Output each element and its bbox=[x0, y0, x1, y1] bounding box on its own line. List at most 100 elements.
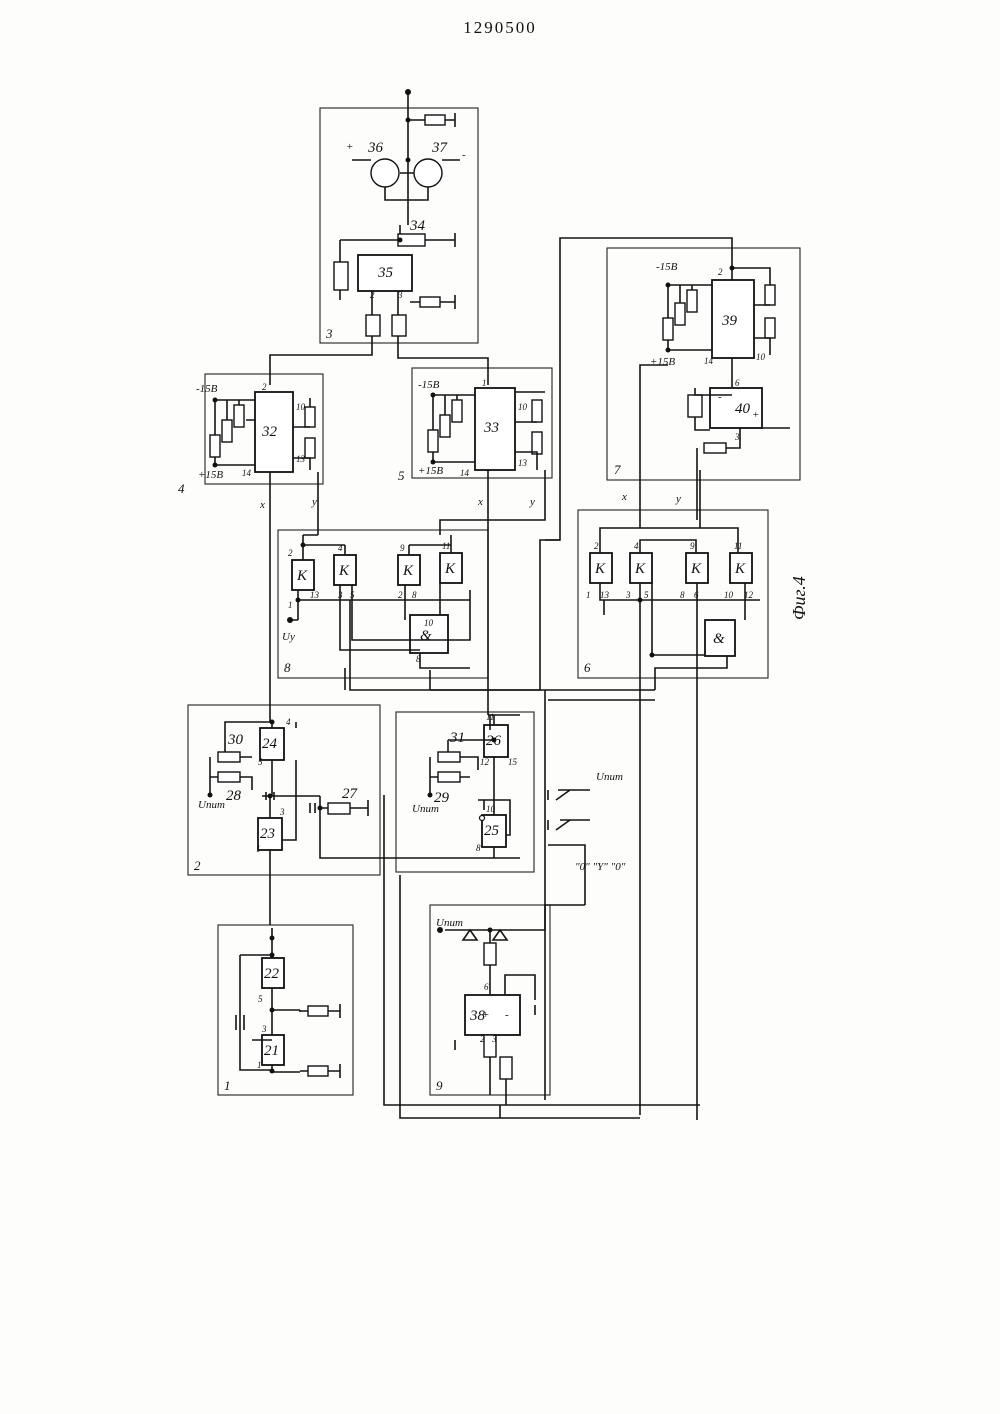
plus-label-b3: + bbox=[346, 141, 353, 153]
plus15-label-b7: +15В bbox=[650, 356, 675, 368]
svg-text:11: 11 bbox=[486, 712, 494, 722]
block-8-wires bbox=[290, 535, 560, 690]
resistor-28 bbox=[218, 772, 240, 782]
resistor-30 bbox=[218, 752, 240, 762]
svg-text:2: 2 bbox=[480, 1034, 485, 1044]
upit-label-b2: Uпит bbox=[198, 799, 225, 811]
key-8-4-label: К bbox=[444, 561, 456, 577]
plus15-label-b5: +15В bbox=[418, 465, 443, 477]
resistor-b1-bottom bbox=[308, 1066, 328, 1076]
svg-text:1: 1 bbox=[586, 590, 591, 600]
block-6-wires bbox=[600, 528, 760, 1120]
svg-text:10: 10 bbox=[518, 402, 528, 412]
key-6-2-label: К bbox=[634, 561, 646, 577]
svg-text:2: 2 bbox=[262, 382, 267, 392]
svg-text:10: 10 bbox=[486, 804, 496, 814]
block-9-label: 9 bbox=[436, 1078, 443, 1093]
svg-text:8: 8 bbox=[412, 590, 417, 600]
svg-text:6: 6 bbox=[735, 378, 740, 388]
plus15-label-b4: +15В bbox=[198, 469, 223, 481]
label-34: 34 bbox=[409, 218, 426, 234]
figure-caption: Фиг.4 bbox=[789, 576, 809, 620]
svg-text:5: 5 bbox=[350, 590, 355, 600]
svg-text:13: 13 bbox=[600, 590, 610, 600]
svg-text:1: 1 bbox=[256, 844, 261, 854]
block-7-label: 7 bbox=[614, 462, 621, 477]
and-gate-6-label: & bbox=[713, 631, 725, 647]
block-1-label: 1 bbox=[224, 1078, 231, 1093]
resistor-b7-4 bbox=[765, 285, 775, 305]
resistor-b5-2 bbox=[440, 415, 450, 437]
resistor-b5-5 bbox=[532, 432, 542, 454]
svg-text:3: 3 bbox=[397, 290, 403, 300]
block-5-label: 5 bbox=[398, 468, 405, 483]
and-gate-8-label: & bbox=[420, 628, 432, 644]
label-24: 24 bbox=[262, 736, 278, 752]
switch-contacts[interactable] bbox=[548, 790, 570, 830]
svg-text:14: 14 bbox=[460, 468, 470, 478]
label-25: 25 bbox=[484, 823, 500, 839]
svg-text:12: 12 bbox=[744, 590, 754, 600]
upit-label-switch: Uпит bbox=[596, 771, 623, 783]
svg-text:10: 10 bbox=[756, 352, 766, 362]
svg-text:13: 13 bbox=[296, 454, 306, 464]
svg-text:5: 5 bbox=[258, 757, 263, 767]
resistor-31 bbox=[438, 752, 460, 762]
resistor-b4-5 bbox=[305, 438, 315, 458]
label-26: 26 bbox=[486, 733, 502, 749]
svg-text:12: 12 bbox=[480, 757, 490, 767]
key-6-4-label: К bbox=[734, 561, 746, 577]
svg-text:10: 10 bbox=[724, 590, 734, 600]
label-31: 31 bbox=[449, 730, 465, 746]
block-8-label: 8 bbox=[284, 660, 291, 675]
resistor-b9-top bbox=[484, 943, 496, 965]
minus-label-b9: - bbox=[505, 1009, 509, 1021]
resistor-b9-2 bbox=[500, 1057, 512, 1079]
resistor-b3-in2 bbox=[392, 315, 406, 336]
label-21: 21 bbox=[264, 1043, 279, 1059]
resistor-b4-4 bbox=[305, 407, 315, 427]
block-2-label: 2 bbox=[194, 858, 201, 873]
svg-text:8: 8 bbox=[680, 590, 685, 600]
plus-label-b7: + bbox=[752, 409, 759, 421]
svg-text:3: 3 bbox=[625, 590, 631, 600]
resistor-b3-gnd bbox=[420, 297, 440, 307]
label-22: 22 bbox=[264, 966, 280, 982]
block-2-caps bbox=[266, 792, 315, 813]
resistor-b4-2 bbox=[222, 420, 232, 442]
svg-text:3: 3 bbox=[279, 807, 285, 817]
svg-text:10: 10 bbox=[424, 618, 434, 628]
label-30: 30 bbox=[227, 732, 244, 748]
svg-text:3: 3 bbox=[261, 1024, 267, 1034]
label-35: 35 bbox=[377, 265, 394, 281]
svg-text:14: 14 bbox=[242, 468, 252, 478]
svg-text:5: 5 bbox=[644, 590, 649, 600]
uy-label: Uу bbox=[282, 631, 295, 643]
svg-text:14: 14 bbox=[704, 356, 714, 366]
svg-text:1: 1 bbox=[482, 378, 487, 388]
resistor-b3-out bbox=[425, 115, 445, 125]
resistor-b5-4 bbox=[532, 400, 542, 422]
svg-text:2: 2 bbox=[370, 290, 375, 300]
svg-text:8: 8 bbox=[416, 654, 421, 664]
resistor-b7-fb bbox=[688, 395, 702, 417]
resistor-b5-1 bbox=[428, 430, 438, 452]
svg-text:13: 13 bbox=[518, 458, 528, 468]
upit-label-b2b: Uпит bbox=[412, 803, 439, 815]
label-32: 32 bbox=[261, 424, 278, 440]
upit-label-b9: Uпит bbox=[436, 917, 463, 929]
svg-text:3: 3 bbox=[491, 1034, 497, 1044]
resistor-b3-fb bbox=[334, 262, 348, 290]
resistor-29 bbox=[438, 772, 460, 782]
label-27: 27 bbox=[342, 786, 359, 802]
key-8-1-label: К bbox=[296, 568, 308, 584]
svg-text:5: 5 bbox=[258, 994, 263, 1004]
svg-text:4: 4 bbox=[634, 541, 639, 551]
resistor-b7-3 bbox=[687, 290, 697, 312]
svg-text:6: 6 bbox=[694, 590, 699, 600]
resistor-b4-1 bbox=[210, 435, 220, 457]
label-33: 33 bbox=[483, 420, 499, 436]
resistor-27 bbox=[328, 803, 350, 814]
minus15-label-b5: -15В bbox=[418, 379, 440, 391]
